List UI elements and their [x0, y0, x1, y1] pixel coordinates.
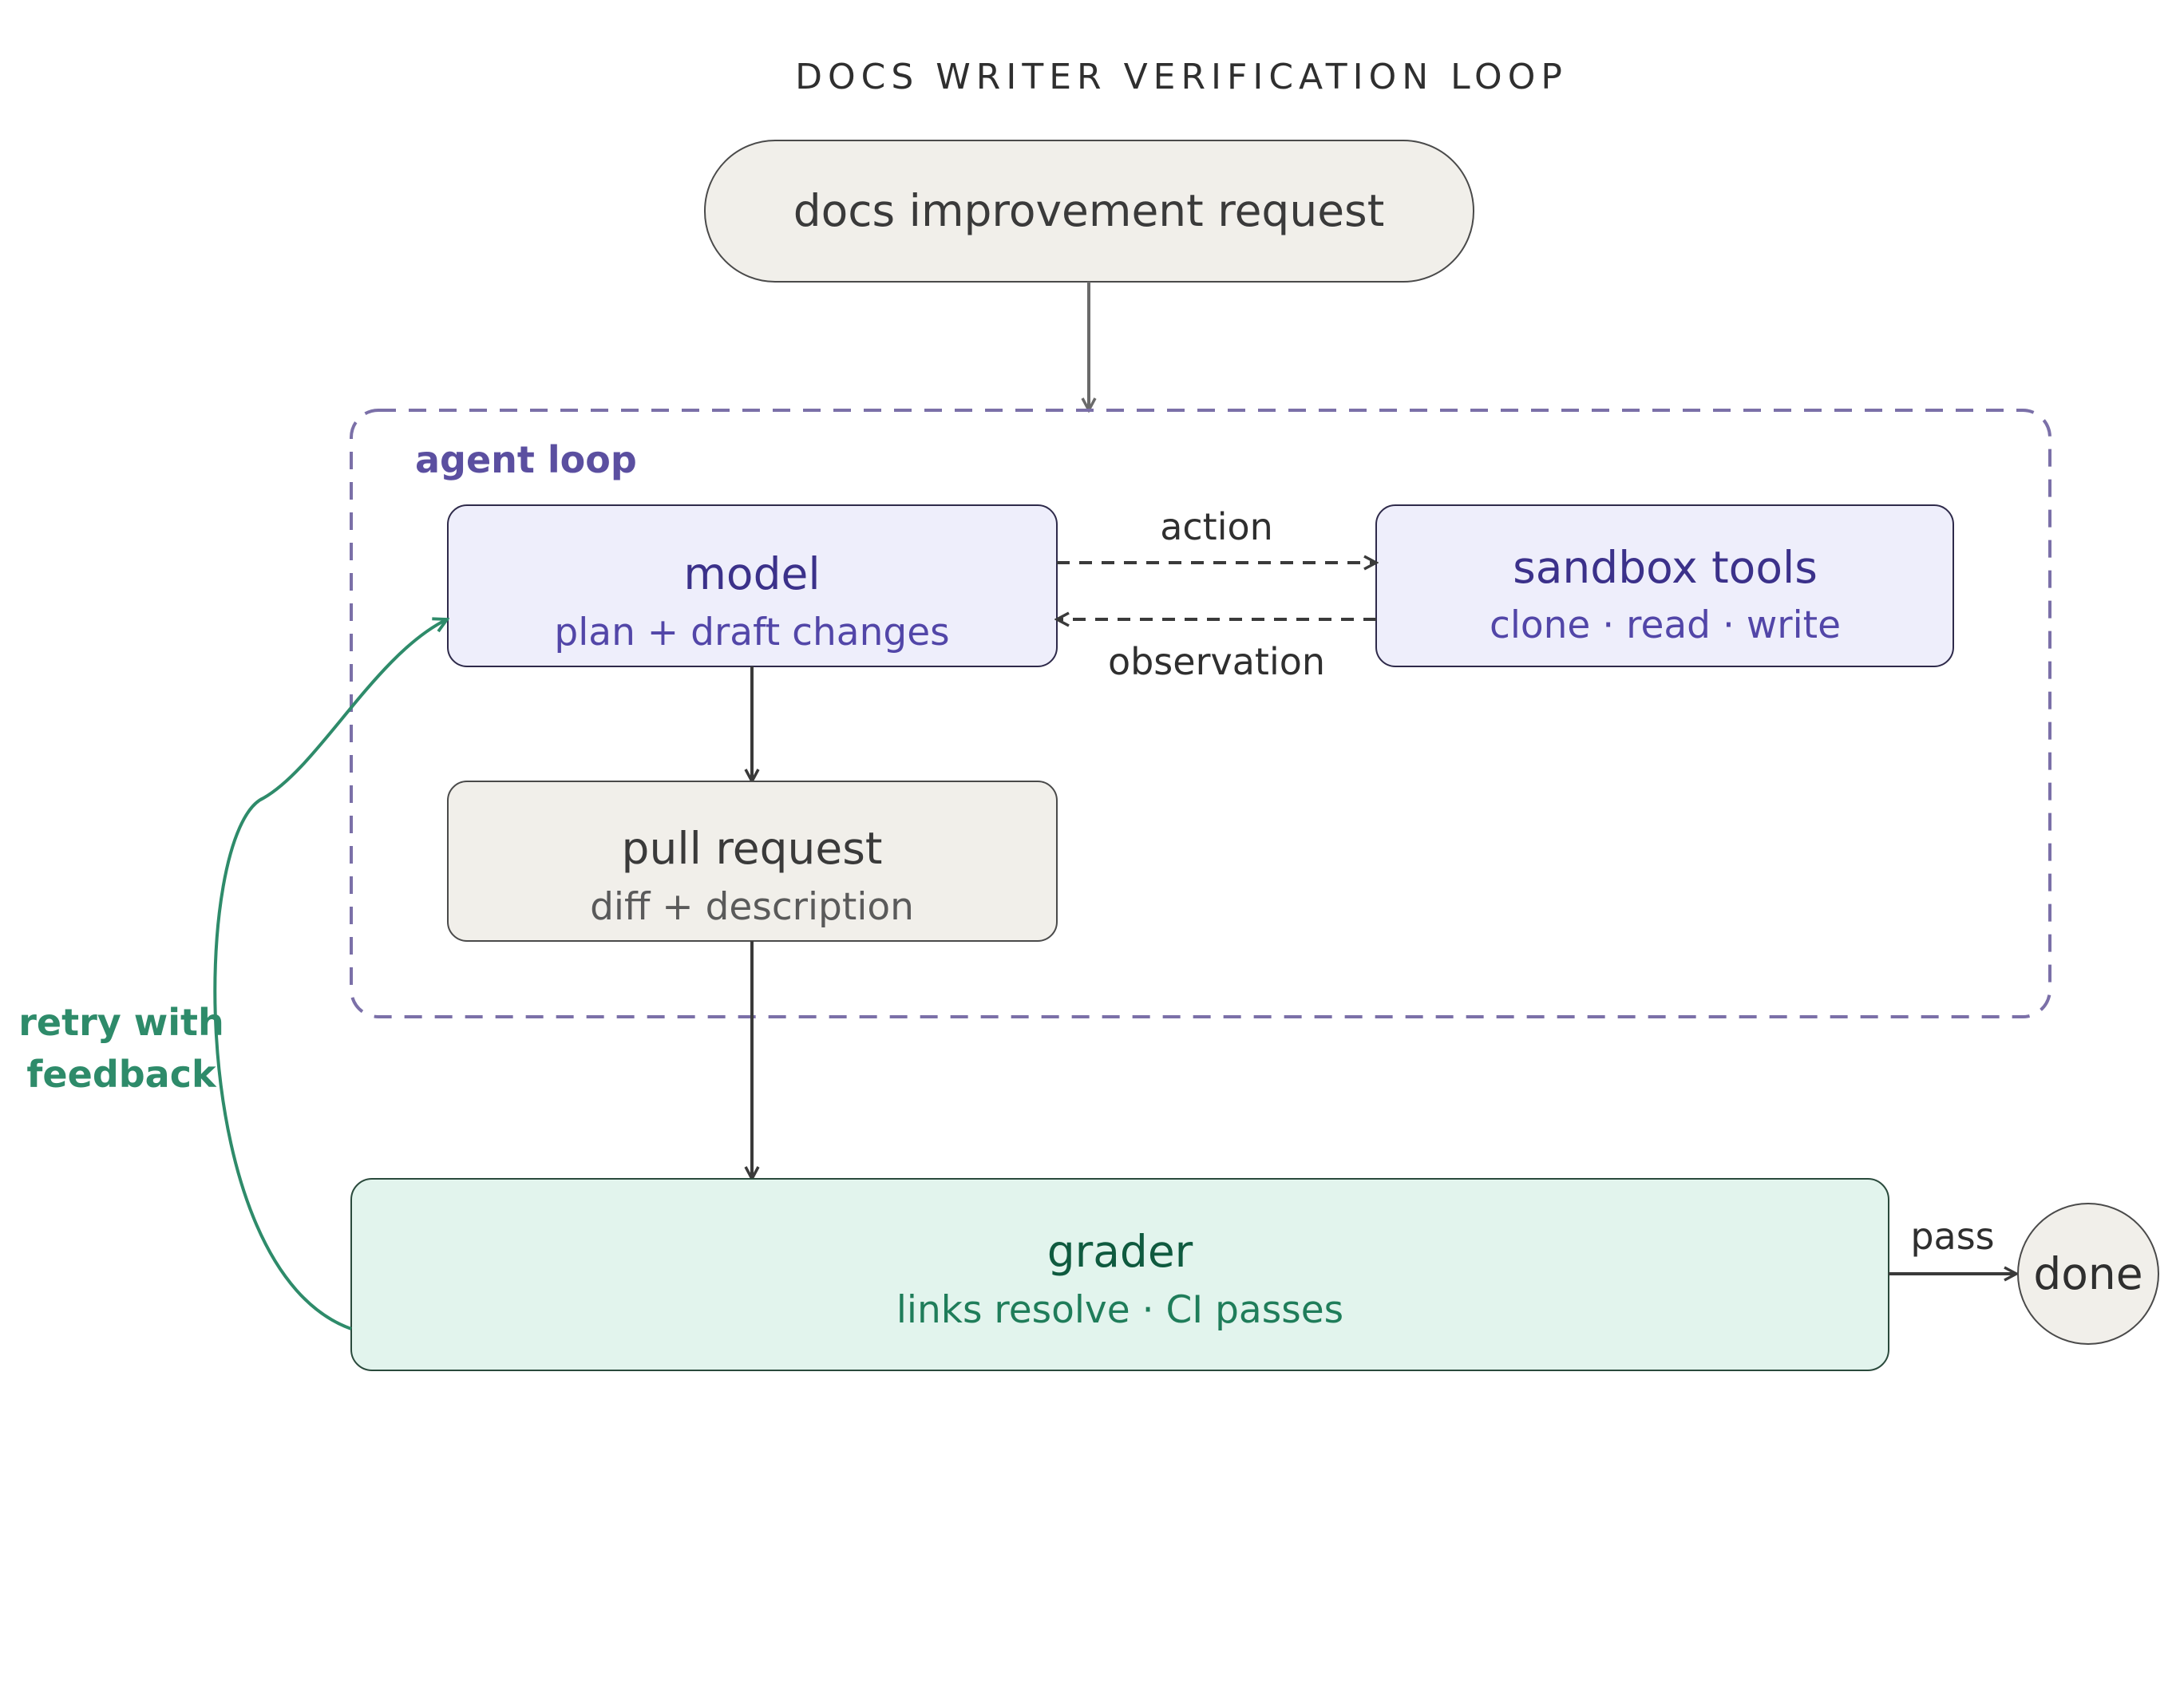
- done-node: done: [2017, 1203, 2159, 1345]
- sandbox-tools-label: sandbox tools: [1513, 542, 1818, 593]
- retry-arrow: [213, 619, 447, 1330]
- grader-label: grader: [1047, 1226, 1193, 1277]
- grader-node: grader links resolve · CI passes: [350, 1178, 1889, 1371]
- diagram-title: DOCS WRITER VERIFICATION LOOP: [795, 57, 1568, 97]
- request-node: docs improvement request: [704, 140, 1474, 283]
- pull-request-sublabel: diff + description: [590, 885, 914, 929]
- retry-label-line2: feedback: [26, 1053, 217, 1096]
- agent-loop-group: agent loop: [350, 409, 2051, 1018]
- observation-label: observation: [1108, 640, 1325, 683]
- done-label: done: [2033, 1248, 2142, 1299]
- pull-request-node: pull request diff + description: [447, 781, 1058, 942]
- pull-request-label: pull request: [622, 823, 883, 874]
- request-node-label: docs improvement request: [793, 185, 1385, 236]
- grader-sublabel: links resolve · CI passes: [896, 1288, 1343, 1332]
- model-node-sublabel: plan + draft changes: [554, 611, 949, 654]
- sandbox-tools-node: sandbox tools clone · read · write: [1375, 504, 1954, 667]
- sandbox-tools-sublabel: clone · read · write: [1490, 603, 1841, 647]
- agent-loop-label: agent loop: [415, 438, 637, 481]
- model-node: model plan + draft changes: [447, 504, 1058, 667]
- pass-label: pass: [1910, 1215, 1994, 1258]
- action-label: action: [1160, 505, 1273, 548]
- retry-label-line1: retry with: [18, 1001, 224, 1044]
- model-node-label: model: [683, 548, 820, 599]
